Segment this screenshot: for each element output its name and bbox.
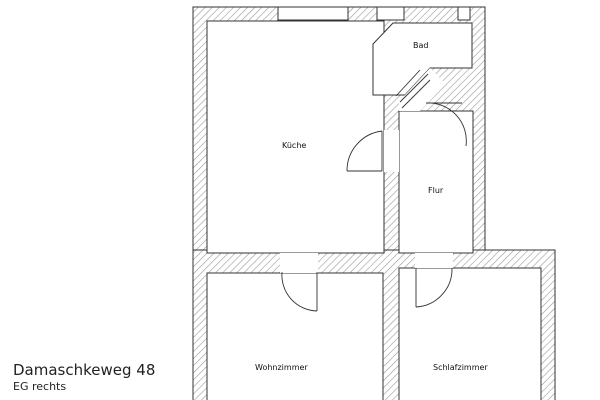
room-label-bad: Bad xyxy=(413,41,428,50)
door-bad xyxy=(395,69,431,109)
door-flur xyxy=(425,102,467,147)
room-label-kueche: Küche xyxy=(282,141,306,150)
address-street: Damaschkeweg 48 xyxy=(13,361,156,379)
address-block: Damaschkeweg 48 EG rechts xyxy=(13,361,155,394)
door-schlafzimmer xyxy=(415,267,453,308)
room-labels: Bad Küche Flur Wohnzimmer Schlafzimmer xyxy=(255,41,488,372)
door-kueche xyxy=(346,130,383,172)
room-label-wohnzimmer: Wohnzimmer xyxy=(255,363,308,372)
room-interiors xyxy=(206,20,542,400)
door-openings xyxy=(280,68,453,273)
room-schlafzimmer-area xyxy=(398,267,542,400)
room-wohnzimmer-area xyxy=(206,272,384,400)
room-bad-area xyxy=(372,22,473,96)
room-kueche-area xyxy=(206,20,385,254)
room-label-flur: Flur xyxy=(428,186,444,195)
doors xyxy=(281,69,467,312)
address-unit: EG rechts xyxy=(13,380,67,393)
door-wohnzimmer xyxy=(281,271,318,312)
windows xyxy=(277,6,471,21)
room-flur-area xyxy=(398,110,474,254)
room-label-schlafzimmer: Schlafzimmer xyxy=(433,363,488,372)
